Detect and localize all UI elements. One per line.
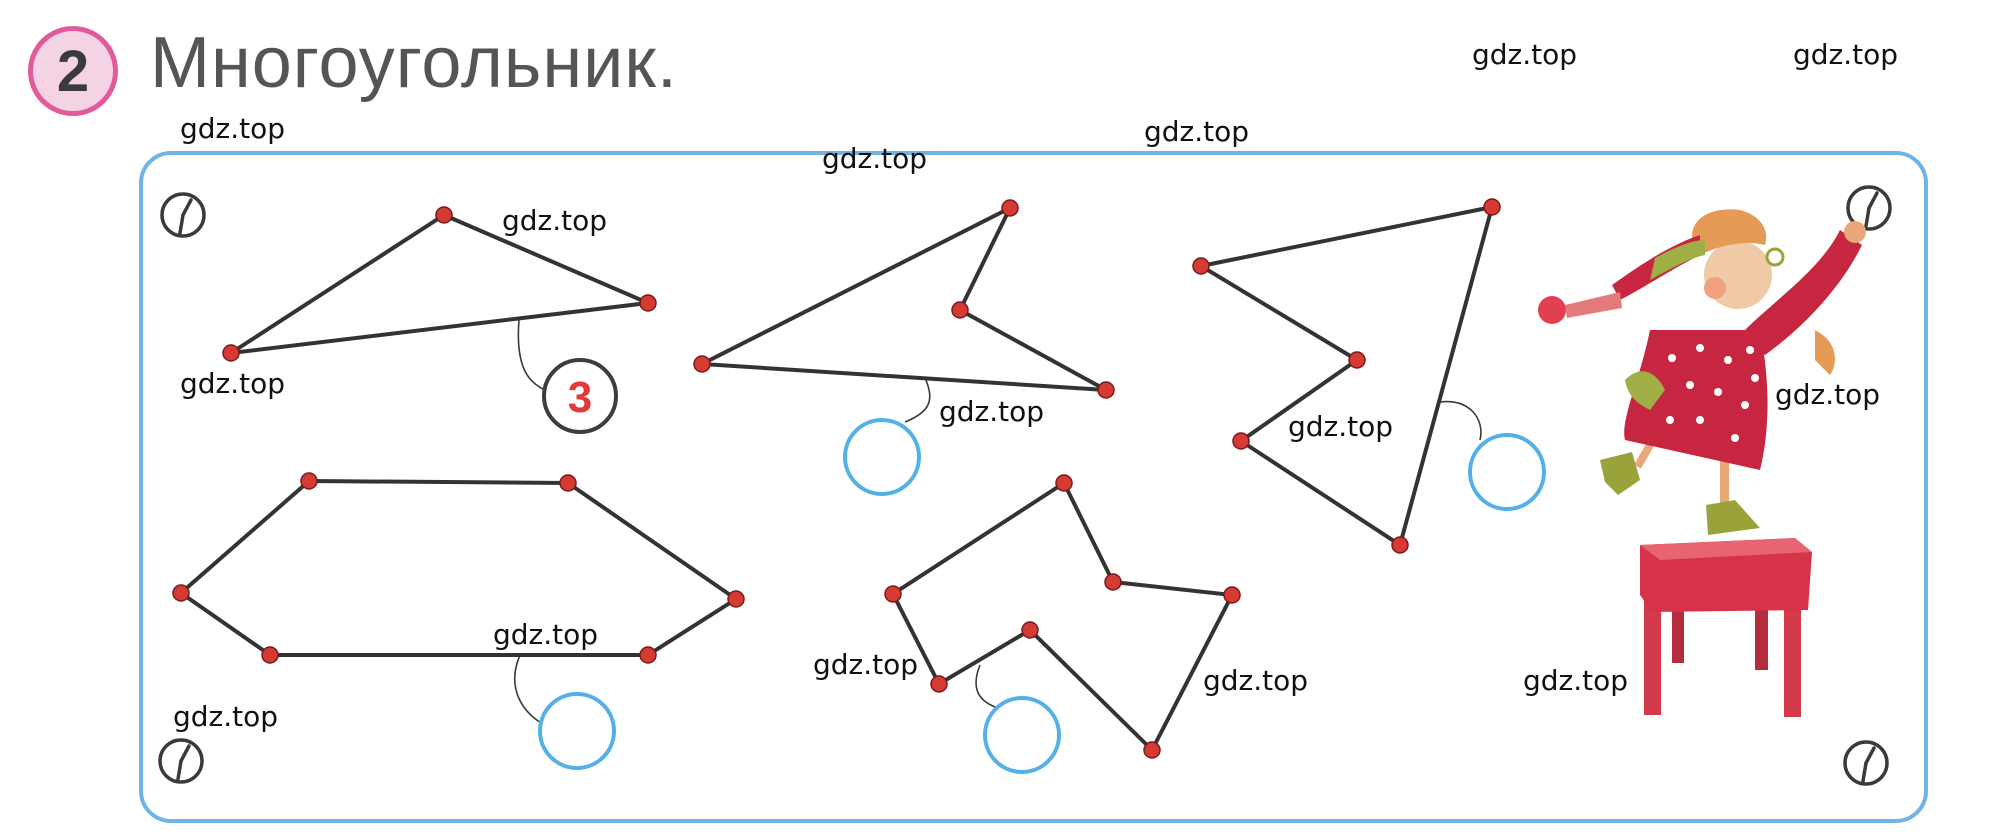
answer-circle[interactable]: [843, 418, 921, 496]
clock-icon: [1846, 185, 1892, 231]
answer-value: 3: [568, 373, 592, 422]
watermark: gdz.top: [1775, 378, 1881, 411]
polygon-quadrilateral: [693, 199, 1115, 496]
watermark: gdz.top: [939, 395, 1045, 428]
answer-circle[interactable]: [983, 696, 1061, 774]
answer-circle[interactable]: [1468, 433, 1546, 511]
watermark: gdz.top: [1288, 410, 1394, 443]
watermark: gdz.top: [493, 618, 599, 651]
polygon-heptagon: [884, 474, 1241, 774]
watermark: gdz.top: [1523, 664, 1629, 697]
watermark: gdz.top: [1793, 38, 1899, 71]
task-title: Многоугольник.: [150, 23, 678, 103]
watermark: gdz.top: [1144, 115, 1250, 148]
watermark: gdz.top: [173, 700, 279, 733]
polygon-hexagon: [172, 472, 745, 770]
answer-badge: 3: [542, 358, 618, 434]
clock-icon: [160, 192, 206, 238]
watermark: gdz.top: [813, 648, 919, 681]
polygon-pentagon: [1192, 198, 1546, 554]
watermark: gdz.top: [180, 367, 286, 400]
answer-circle[interactable]: [538, 692, 616, 770]
watermark: gdz.top: [1472, 38, 1578, 71]
exercise-frame: [139, 151, 1928, 823]
watermark: gdz.top: [502, 204, 608, 237]
watermark: gdz.top: [822, 142, 928, 175]
clock-icon: [1843, 740, 1889, 786]
watermark: gdz.top: [1203, 664, 1309, 697]
clock-icon: [158, 738, 204, 784]
gnome-on-stool-illustration: [1538, 209, 1866, 717]
task-number-badge: 2: [28, 26, 118, 116]
polygon-triangle: 3: [222, 206, 657, 434]
task-number: 2: [56, 38, 90, 104]
watermark: gdz.top: [180, 112, 286, 145]
